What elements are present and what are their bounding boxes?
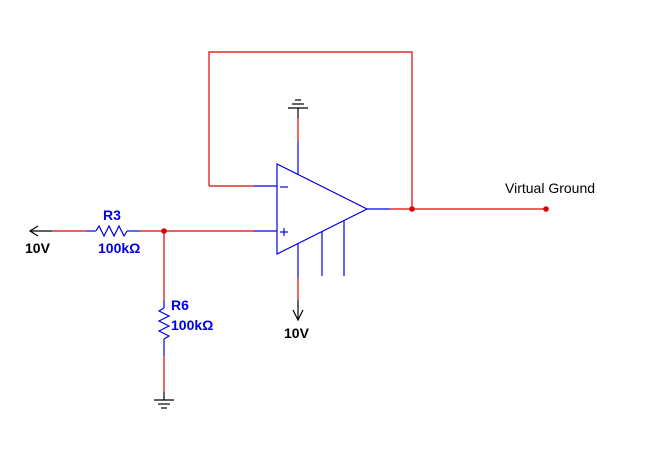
r3-value-label: 100kΩ — [98, 240, 141, 256]
ground-icon — [154, 399, 174, 409]
feedback-wire[interactable] — [208, 51, 413, 209]
output-junction — [409, 206, 415, 212]
output-label: Virtual Ground — [505, 180, 596, 196]
input-voltage-label: 10V — [25, 240, 50, 256]
ground-icon — [288, 99, 308, 109]
r6-ref-label: R6 — [171, 297, 189, 313]
resistor-icon[interactable] — [95, 224, 128, 238]
r3-ref-label: R3 — [103, 207, 121, 223]
probe-terminal-icon[interactable] — [543, 206, 549, 212]
supply-voltage-label: 10V — [284, 325, 309, 341]
voltage-source-arrow-icon — [292, 309, 304, 322]
r6-value-label: 100kΩ — [171, 317, 214, 333]
resistor-icon[interactable] — [157, 307, 171, 340]
opamp-icon[interactable] — [276, 142, 390, 278]
